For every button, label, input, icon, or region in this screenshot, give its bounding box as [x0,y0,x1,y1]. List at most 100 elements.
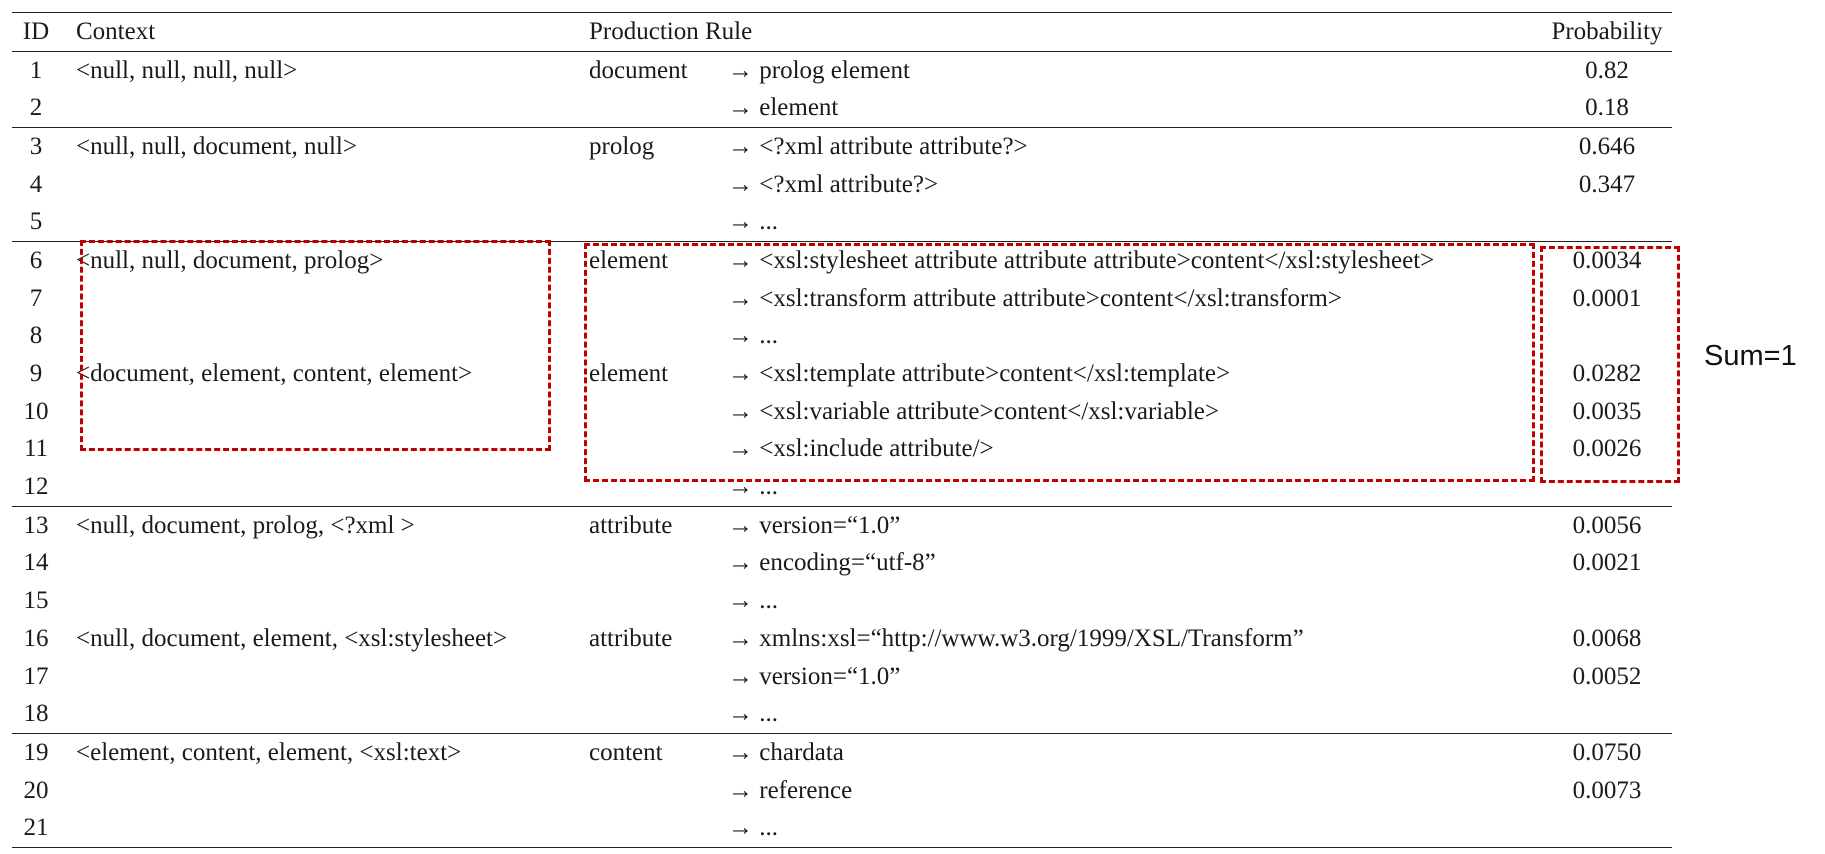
row-rhs-cell: → ... [728,208,778,236]
row-probability-cell [1542,582,1672,620]
table-row: 2 → element 0.18 [12,89,1672,127]
row-id-cell: 21 [12,809,68,849]
row-lhs-cell: element [581,241,714,280]
row-id-cell: 13 [12,505,68,545]
row-context-cell [68,772,581,810]
header-context: Context [76,17,156,45]
header-production-rule: Production Rule [589,17,753,45]
row-context-cell [68,203,581,241]
table-row: 13<null, document, prolog, <?xml >attrib… [12,505,1672,545]
row-rhs-cell: → element [728,94,839,122]
row-id-cell: 7 [29,284,43,312]
row-probability-cell: 0.18 [1585,94,1629,122]
row-lhs-cell [581,203,714,241]
row-probability-cell [1542,695,1672,733]
row-lhs-cell [581,393,714,431]
table-row: 15→ ... [12,582,1672,620]
row-probability-cell: 0.0052 [1572,662,1642,690]
row-rhs-cell: → <xsl:template attribute>content</xsl:t… [728,360,1231,388]
table-row: 19<element, content, element, <xsl:text>… [12,733,1672,772]
row-context-cell [68,545,581,583]
table-row: 3<null, null, document, null>prolog→ <?x… [12,127,1672,166]
row-rhs-cell: → <?xml attribute?> [728,170,939,198]
row-context-cell [68,166,581,204]
table-row: 21 → ... [12,809,1672,849]
row-lhs-cell [581,658,714,696]
row-context-cell: <null, document, element, <xsl:styleshee… [76,624,508,652]
row-lhs-cell: attribute [581,505,714,545]
row-rhs-cell: → <xsl:stylesheet attribute attribute at… [714,241,1542,280]
table-row: 14 → encoding=“utf-8” 0.0021 [12,545,1672,583]
row-id-cell: 19 [12,733,68,772]
row-probability-cell: 0.0056 [1542,505,1672,545]
row-rhs-cell: → xmlns:xsl=“http://www.w3.org/1999/XSL/… [728,624,1304,652]
table-row: 6<null, null, document, prolog>element→ … [12,241,1672,280]
row-lhs-cell [581,89,714,127]
row-probability-cell: 0.646 [1542,127,1672,166]
row-id-cell: 8 [29,322,43,350]
sum-annotation-label: Sum=1 [1704,340,1797,372]
row-context-cell: <null, null, document, prolog> [68,241,581,280]
row-rhs-cell: → <xsl:transform attribute attribute>con… [728,284,1342,312]
row-id-cell: 14 [23,549,49,577]
row-probability-cell: 0.347 [1578,170,1636,198]
row-lhs-cell [581,772,714,810]
row-rhs-cell: → ... [714,809,1542,849]
header-rule-spacer [714,13,1542,52]
row-lhs-cell [581,545,714,583]
row-lhs-cell [581,318,714,356]
row-context-cell [68,89,581,127]
table-row: 18→ ... [12,695,1672,733]
row-lhs-cell [581,280,714,318]
header-probability: Probability [1551,17,1663,45]
row-id-cell: 6 [12,241,68,280]
row-context-cell [68,468,581,506]
row-context-cell: <element, content, element, <xsl:text> [68,733,581,772]
table-row: 16<null, document, element, <xsl:stylesh… [12,620,1672,658]
row-id-cell: 5 [29,208,43,236]
row-id-cell: 2 [29,94,43,122]
row-rhs-cell: → ... [728,587,778,615]
row-lhs-cell: document [581,50,714,90]
row-context-cell [68,280,581,318]
row-context-cell [68,318,581,356]
row-id-cell: 9 [29,360,43,388]
row-probability-cell: 0.0034 [1542,241,1672,280]
row-context-cell: <null, null, document, null> [68,127,581,166]
table-row: 7 → <xsl:transform attribute attribute>co… [12,280,1672,318]
row-rhs-cell: → ... [728,322,778,350]
table-row: 17→ version=“1.0”0.0052 [12,658,1672,696]
row-context-cell [68,431,581,469]
row-probability-cell: 0.0282 [1572,360,1642,388]
row-id-cell: 3 [12,127,68,166]
row-lhs-cell [581,468,714,506]
probabilistic-grammar-table: ID Context Production Rule Probability 1… [12,12,1672,849]
grammar-table-container: ID Context Production Rule Probability 1… [12,12,1672,849]
row-rhs-cell: → <?xml attribute attribute?> [714,127,1542,166]
row-rhs-cell: → <xsl:include attribute/> [728,435,994,463]
table-row: 20 → reference 0.0073 [12,772,1672,810]
row-probability-cell: 0.0073 [1572,776,1642,804]
table-row: 5 → ... [12,203,1672,241]
row-lhs-cell: prolog [581,127,714,166]
row-rhs-cell: → encoding=“utf-8” [728,549,936,577]
row-context-cell [68,809,581,849]
row-probability-cell: 0.0068 [1572,624,1642,652]
row-probability-cell: 0.0001 [1572,284,1642,312]
row-context-cell [68,658,581,696]
row-rhs-cell: → reference [728,776,853,804]
table-row: 8 → ... [12,318,1672,356]
row-rhs-cell: → chardata [714,733,1542,772]
row-context-cell: <null, null, null, null> [68,50,581,90]
table-row: 12→ ... [12,468,1672,506]
row-id-cell: 1 [12,50,68,90]
row-lhs-cell: content [581,733,714,772]
row-context-cell [68,695,581,733]
table-row: 1<null, null, null, null>document→ prolo… [12,50,1672,90]
table-body: 1<null, null, null, null>document→ prolo… [12,50,1672,849]
row-id-cell: 20 [23,776,49,804]
row-probability-cell: 0.0021 [1572,549,1642,577]
row-probability-cell [1542,203,1672,241]
row-id-cell: 17 [23,662,49,690]
row-rhs-cell: → prolog element [714,50,1542,90]
